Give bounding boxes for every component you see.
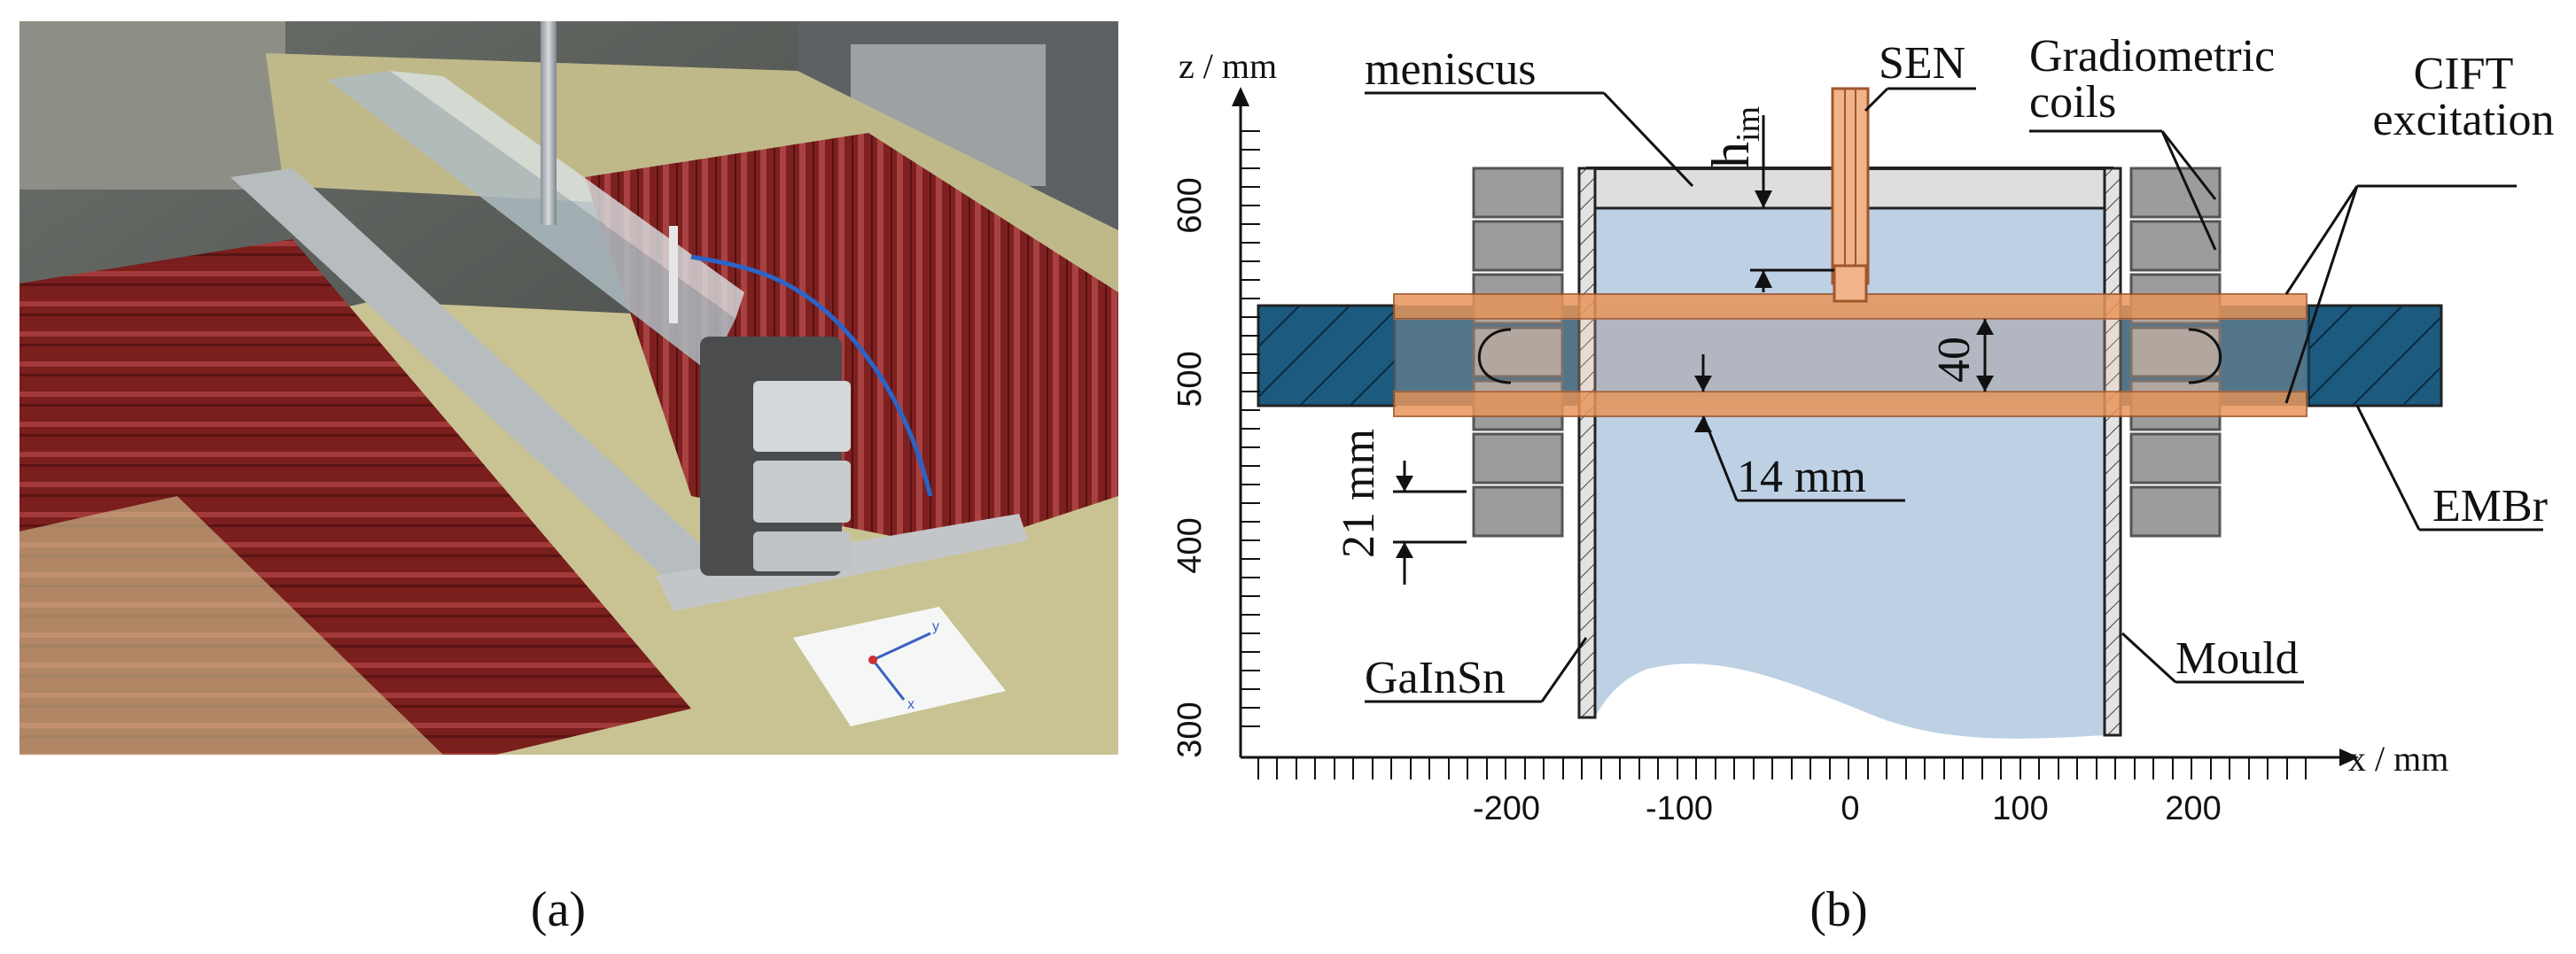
- him-label: him: [1701, 106, 1767, 168]
- dim-14mm-label: 14 mm: [1737, 452, 1866, 502]
- sensor-cable: [690, 254, 933, 497]
- dim-40-label: 40: [1929, 337, 1980, 383]
- z-axis-label: z / mm: [1179, 46, 1277, 86]
- diagram-panel: 300 400 500 600 -200 -100 0 100 200 z / …: [1171, 31, 2555, 827]
- vertical-rod: [541, 21, 556, 225]
- dim-14mm: [1694, 354, 1905, 502]
- background-equipment: [19, 21, 285, 190]
- gainsn-label: GaInSn: [1365, 653, 1506, 703]
- embr-yoke-right: [2307, 304, 2443, 407]
- z-tick-300: 300: [1171, 702, 1209, 757]
- caption-a: (a): [531, 882, 586, 937]
- embr-yoke-left: [1257, 304, 1397, 407]
- coordinate-card: [793, 607, 1006, 726]
- z-tick-600: 600: [1171, 177, 1209, 233]
- meniscus-label: meniscus: [1365, 44, 1537, 95]
- photo-panel: y x: [19, 21, 1118, 755]
- dim-21mm-label: 21 mm: [1334, 429, 1384, 558]
- x-tick-minus200: -200: [1473, 790, 1540, 827]
- dim-21mm: [1393, 461, 1467, 585]
- x-tick-minus100: -100: [1646, 790, 1713, 827]
- him-dimension: [1750, 115, 1834, 292]
- glass-mould: [328, 71, 735, 372]
- photo-y-label: y: [932, 619, 939, 634]
- mould-wall-left: [1577, 167, 1597, 719]
- dim-40: [1976, 319, 1994, 392]
- z-axis-ticks: [1241, 130, 1260, 727]
- caption-b: (b): [1809, 882, 1867, 937]
- mould-wall-right: [2103, 167, 2122, 737]
- x-axis-label: x / mm: [2348, 739, 2448, 779]
- sen-nozzle: [1831, 87, 1870, 303]
- z-tick-400: 400: [1171, 517, 1209, 573]
- embr-label: EMBr: [2432, 481, 2548, 531]
- x-tick-0: 0: [1841, 790, 1859, 827]
- cift-coil-lower: [1393, 391, 2308, 417]
- x-tick-200: 200: [2165, 790, 2221, 827]
- photo-x-label: x: [907, 697, 914, 712]
- x-tick-100: 100: [1992, 790, 2048, 827]
- gradiometric-coil-right: [2129, 167, 2222, 538]
- metal-rail: [230, 168, 744, 602]
- z-tick-500: 500: [1171, 351, 1209, 407]
- mould-label: Mould: [2175, 633, 2299, 684]
- x-axis-ticks: [1257, 757, 2307, 779]
- sen-label: SEN: [1879, 38, 1965, 89]
